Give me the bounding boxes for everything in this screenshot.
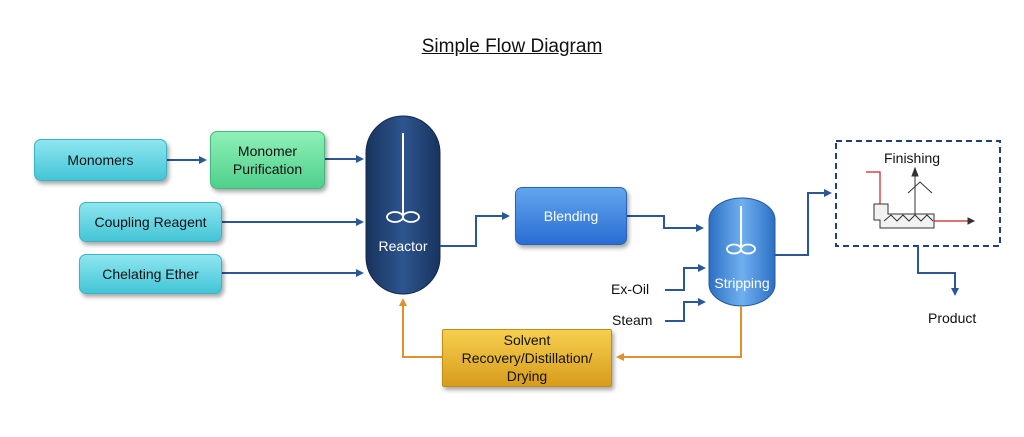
arrow-steam-to-stripping <box>665 298 706 322</box>
arrow-finishing-to-product <box>917 246 959 296</box>
stripping-label: Stripping <box>714 275 770 291</box>
arrow-stripping-to-finishing <box>775 189 832 256</box>
arrow-blending-to-stripping <box>627 215 704 232</box>
stripping-impeller-right <box>740 243 756 255</box>
coupling-reagent-label: Coupling Reagent <box>94 214 207 230</box>
monomer-purification-box: Monomer Purification <box>210 131 325 189</box>
arrow-stripping-to-solvent-recovery <box>616 306 742 361</box>
diagram-title: Simple Flow Diagram <box>421 36 603 57</box>
chelating-ether-label: Chelating Ether <box>102 266 199 282</box>
reactor-impeller-right <box>402 211 420 223</box>
monomers-box: Monomers <box>34 139 167 181</box>
steam-label: Steam <box>612 312 653 328</box>
ex-oil-label: Ex-Oil <box>611 281 650 297</box>
arrow-reactor-to-blending <box>440 212 510 247</box>
arrow-solvent-recovery-to-reactor <box>399 298 442 358</box>
blending-box: Blending <box>515 187 627 245</box>
solvent-recovery-label: Solvent Recovery/Distillation/ Drying <box>461 332 593 384</box>
chelating-ether-box: Chelating Ether <box>79 254 222 294</box>
arrow-exoil-to-stripping <box>665 264 706 291</box>
coupling-reagent-box: Coupling Reagent <box>79 202 222 242</box>
product-label: Product <box>928 310 977 326</box>
monomers-label: Monomers <box>67 152 134 168</box>
solvent-recovery-box: Solvent Recovery/Distillation/ Drying <box>442 329 612 387</box>
finishing-label: Finishing <box>884 150 941 166</box>
extruder-icon <box>866 166 976 229</box>
monomer-purification-label: Monomer Purification <box>232 143 303 177</box>
blending-label: Blending <box>543 208 599 224</box>
reactor-label: Reactor <box>378 238 428 254</box>
